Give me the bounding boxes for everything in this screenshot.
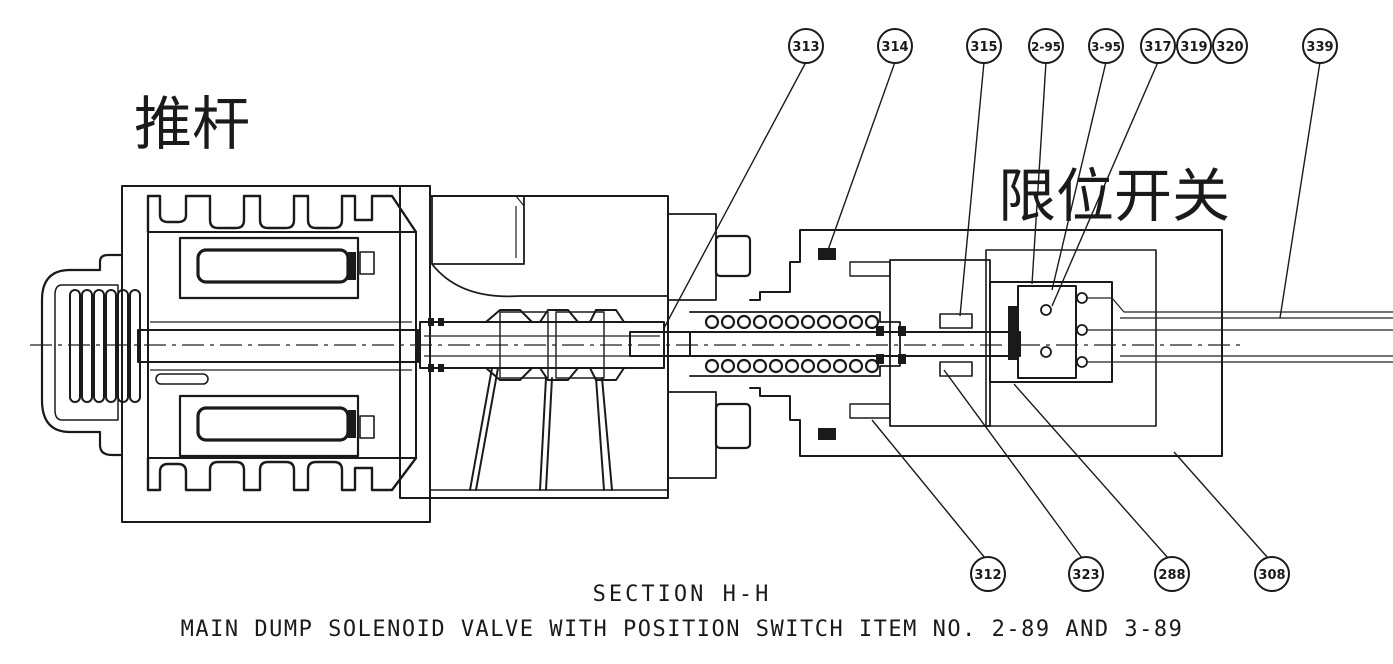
- spring-coil: [800, 314, 816, 330]
- spring-coil: [816, 358, 832, 374]
- callout-bubbles: 313 314 315 2-95 3-95 317 319 320: [788, 28, 1338, 592]
- svg-text:317: 317: [1144, 40, 1171, 55]
- svg-text:320: 320: [1216, 40, 1243, 55]
- callout-320: 320: [1212, 28, 1248, 64]
- spring-coils-bottom: [704, 358, 880, 374]
- callout-288: 288: [1154, 556, 1190, 592]
- return-spring: [69, 289, 141, 403]
- spring-coil: [784, 358, 800, 374]
- leader-lines: [663, 61, 1321, 559]
- svg-text:3-95: 3-95: [1091, 40, 1121, 54]
- svg-text:308: 308: [1258, 568, 1285, 583]
- spring-coil: [736, 314, 752, 330]
- spring-coil: [832, 314, 848, 330]
- svg-text:2-95: 2-95: [1031, 40, 1061, 54]
- valve-body: [399, 185, 752, 499]
- svg-text:339: 339: [1306, 40, 1333, 55]
- spring-coil: [768, 314, 784, 330]
- svg-text:314: 314: [881, 40, 908, 55]
- spring-coil: [832, 358, 848, 374]
- limit-switch: [985, 249, 1393, 427]
- callout-317: 317: [1140, 28, 1176, 64]
- spring-coil: [752, 314, 768, 330]
- spring-coil: [704, 314, 720, 330]
- spring-coil: [816, 314, 832, 330]
- callout-2-95: 2-95: [1028, 28, 1064, 64]
- svg-text:312: 312: [974, 568, 1001, 583]
- spring-coil: [784, 314, 800, 330]
- spring-coil: [736, 358, 752, 374]
- spring-coil: [704, 358, 720, 374]
- callout-314: 314: [877, 28, 913, 64]
- callout-3-95: 3-95: [1088, 28, 1124, 64]
- solenoid-housing: [40, 185, 431, 523]
- callout-315: 315: [966, 28, 1002, 64]
- spring-coil: [864, 358, 880, 374]
- spring-coil: [768, 358, 784, 374]
- limit-switch-label: 限位开关: [998, 162, 1230, 230]
- svg-text:315: 315: [970, 40, 997, 55]
- svg-text:313: 313: [792, 40, 819, 55]
- spring-coil: [848, 358, 864, 374]
- spring-coil: [752, 358, 768, 374]
- spring-coil: [848, 314, 864, 330]
- svg-text:323: 323: [1072, 568, 1099, 583]
- callout-319: 319: [1176, 28, 1212, 64]
- spring-section: [689, 229, 1223, 457]
- section-title: SECTION H-H: [593, 582, 772, 607]
- spring-coil: [720, 358, 736, 374]
- callout-312: 312: [970, 556, 1006, 592]
- spring-coil: [720, 314, 736, 330]
- callout-323: 323: [1068, 556, 1104, 592]
- svg-text:288: 288: [1158, 568, 1185, 583]
- spring-coil: [864, 314, 880, 330]
- svg-text:319: 319: [1180, 40, 1207, 55]
- callout-308: 308: [1254, 556, 1290, 592]
- spring-coil: [800, 358, 816, 374]
- spring-coils-top: [704, 314, 880, 330]
- push-rod-label: 推杆: [134, 90, 250, 158]
- drawing-caption: MAIN DUMP SOLENOID VALVE WITH POSITION S…: [181, 617, 1184, 642]
- callout-313: 313: [788, 28, 824, 64]
- callout-339: 339: [1302, 28, 1338, 64]
